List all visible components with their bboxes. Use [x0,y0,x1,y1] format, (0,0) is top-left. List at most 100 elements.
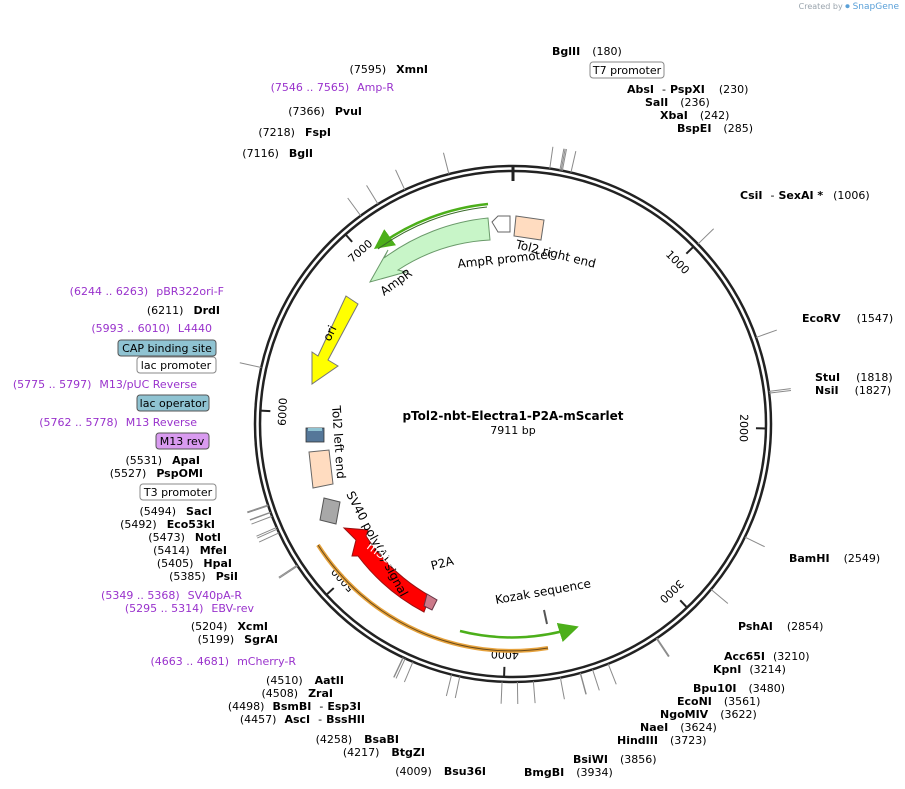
site-bsiwi[interactable]: BsiWI(3856) [573,753,657,766]
boxed-feature-labels: T7 promoter CAP binding site lac promote… [117,61,665,501]
primer-labels: (7546 .. 7565)Amp-R (6244 .. 6263)pBR322… [13,81,395,668]
site-labels-left: (4009)Bsu36I (4217)BtgZI (4258)BsaBI (44… [110,63,486,778]
site-leader-line [559,677,565,700]
site-naei[interactable]: NaeI(3624) [640,721,717,734]
site-leader-line [366,185,379,205]
primer-l4440[interactable]: (5993 .. 6010)L4440 [91,322,212,335]
site-hindiii[interactable]: HindIII(3723) [617,734,707,747]
box-t3-promoter[interactable]: T3 promoter [139,483,217,501]
site-leader-line [249,511,271,521]
site-kpni[interactable]: KpnI(3214) [713,663,786,676]
site-eco53ki[interactable]: (5492)Eco53kI [120,518,215,531]
scale-label: 2000 [737,414,750,442]
site-leader-line [607,663,617,685]
green-orf-bottom [459,622,579,642]
p2a-label: P2A [429,554,456,573]
site-leader-line [769,390,792,394]
site-fspi[interactable]: (7218)FspI [258,126,331,139]
site-pspomi[interactable]: (5527)PspOMI [110,467,203,480]
ampr-promoter-feature [491,215,511,233]
site-bmgbi[interactable]: BmgBI(3934) [524,766,613,779]
site-xbai[interactable]: XbaI(242) [660,109,729,122]
site-leader-line [393,657,404,678]
site-leader-line [395,658,406,679]
site-apai[interactable]: (5531)ApaI [126,454,200,467]
box-m13-rev[interactable]: M13 rev [155,432,210,450]
site-leader-line [395,169,406,191]
leader-layer [239,146,792,704]
site-pshai[interactable]: PshAI(2854) [738,620,823,633]
site-asci[interactable]: (4457)AscI-BssHII [240,713,365,726]
site-noti[interactable]: (5473)NotI [148,531,221,544]
site-acc65i[interactable]: Acc65I(3210) [724,650,810,663]
site-leader-line [559,148,565,171]
site-econi[interactable]: EcoNI(3561) [677,695,760,708]
site-leader-line [278,564,298,578]
site-sgrai[interactable]: (5199)SgrAI [198,633,278,646]
kozak-feature [543,609,548,625]
cap-site-block [308,428,322,431]
site-xcmi[interactable]: (5204)XcmI [191,620,268,633]
box-t7-promoter[interactable]: T7 promoter [589,61,665,79]
site-leader-line [656,637,670,657]
site-bsmbi[interactable]: (4498)BsmBI-Esp3I [228,700,361,713]
site-pvui[interactable]: (7366)PvuI [288,105,362,118]
site-zrai[interactable]: (4508)ZraI [262,687,334,700]
svg-text:T3 promoter: T3 promoter [143,486,213,499]
site-leader-line [279,565,298,579]
p2a-feature [423,593,438,611]
svg-text:M13 rev: M13 rev [160,435,205,448]
site-saci[interactable]: (5494)SacI [139,505,212,518]
site-nsii[interactable]: NsiI(1827) [815,384,891,397]
primer-mcherry-r[interactable]: (4663 .. 4681)mCherry-R [151,655,297,668]
site-btgzi[interactable]: (4217)BtgZI [343,746,425,759]
box-lac-operator[interactable]: lac operator [136,394,210,412]
credit-text: Created by [798,2,843,11]
site-leader-line [532,681,536,704]
site-ecorv[interactable]: EcoRV(1547) [802,312,893,325]
plasmid-length: 7911 bp [490,424,535,437]
primer-pbr322ori-f[interactable]: (6244 .. 6263)pBR322ori-F [70,285,224,298]
site-leader-line [442,152,450,175]
site-bamhi[interactable]: BamHI(2549) [789,552,880,565]
site-leader-line [347,197,362,217]
orange-orf-inner [317,544,549,652]
svg-text:CAP binding site: CAP binding site [122,342,212,355]
site-xmni[interactable]: (7595)XmnI [350,63,428,76]
kozak-label: Kozak sequence [494,576,592,607]
primer-amp-r[interactable]: (7546 .. 7565)Amp-R [271,81,395,94]
primer-sv40pa-r[interactable]: (5349 .. 5368)SV40pA-R [101,589,242,602]
site-psii[interactable]: (5385)PsiI [169,570,238,583]
site-bpu10i[interactable]: Bpu10I(3480) [693,682,785,695]
site-leader-line [454,676,461,699]
site-leader-line [549,146,554,169]
site-mfei[interactable]: (5414)MfeI [153,544,227,557]
site-bsabi[interactable]: (4258)BsaBI [316,733,399,746]
primer-m13-reverse[interactable]: (5762 .. 5778)M13 Reverse [39,416,197,429]
site-leader-line [710,589,729,604]
box-cap-binding-site[interactable]: CAP binding site [117,339,217,357]
site-leader-line [445,674,453,697]
site-hpai[interactable]: (5405)HpaI [157,557,232,570]
site-stui[interactable]: StuI(1818) [815,371,893,384]
site-leader-line [251,515,273,525]
tol2-right-end-feature [513,215,545,241]
site-sali[interactable]: SalI(236) [645,96,710,109]
site-aatii[interactable]: (4510)AatII [266,674,344,687]
primer-m13-puc-reverse[interactable]: (5775 .. 5797)M13/pUC Reverse [13,378,197,391]
site-leader-line [755,329,777,338]
site-bgli[interactable]: (7116)BglI [242,147,313,160]
site-drdi[interactable]: (6211)DrdI [147,304,220,317]
site-bspei[interactable]: BspEI(285) [677,122,753,135]
site-leader-line [247,504,269,513]
site-absi[interactable]: AbsI-PspXI(230) [627,83,748,96]
site-bglii[interactable]: BglII(180) [552,45,622,58]
svg-text:lac promoter: lac promoter [141,359,212,372]
site-ngomiv[interactable]: NgoMIV(3622) [660,708,757,721]
site-bsu36i[interactable]: (4009)Bsu36I [395,765,486,778]
primer-ebv-rev[interactable]: (5295 .. 5314)EBV-rev [125,602,255,615]
box-lac-promoter[interactable]: lac promoter [136,356,217,374]
site-leader-line [570,151,577,173]
site-csii[interactable]: CsiI-SexAI *(1006) [740,189,870,202]
